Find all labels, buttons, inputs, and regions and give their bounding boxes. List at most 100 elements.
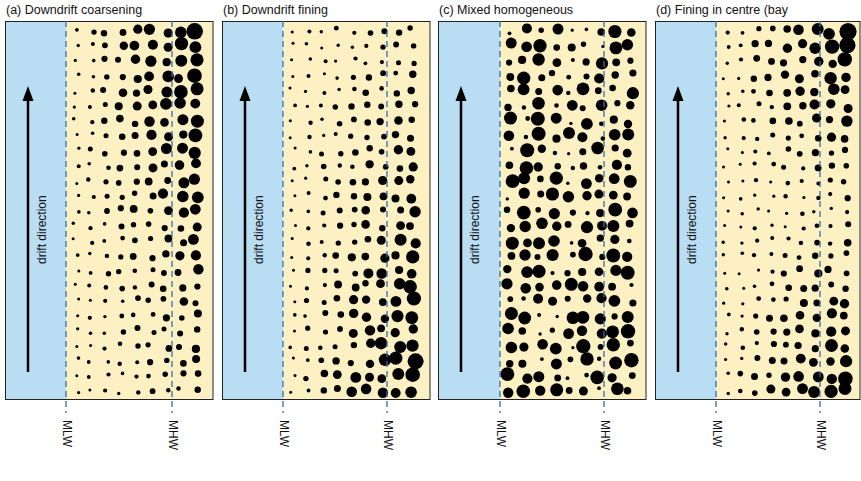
pebble [809,358,818,367]
pebble [598,344,604,350]
pebble [134,75,142,83]
pebble [106,271,111,276]
pebble [120,29,127,36]
pebble [394,145,403,154]
pebble [305,268,310,273]
pebble [624,353,638,367]
pebble [609,173,620,184]
pebble [754,178,758,182]
pebble [726,147,729,150]
pebble [722,165,725,168]
pebble [160,286,167,293]
pebble [523,239,532,248]
pebble [163,314,170,321]
pebble [581,42,586,47]
pebble [785,212,788,215]
pebble [133,269,138,274]
drift-label: drift direction [468,196,482,265]
pebble [810,88,818,96]
pebble [606,249,620,263]
pebble [334,295,341,302]
pebble [383,164,389,170]
pebble [796,265,803,272]
pebble [376,118,383,125]
pebble [351,117,357,123]
pebble [597,386,601,390]
pebble [584,74,590,80]
pebble [553,44,560,51]
pebble [505,307,518,320]
pebble [380,254,389,263]
pebble [795,325,804,334]
pebble [144,24,155,35]
pebble [88,105,92,109]
pebble [87,375,91,379]
pebble [363,268,373,278]
pebble [548,235,560,247]
pebble [187,68,202,83]
pebble [348,253,356,261]
pebble [361,206,370,215]
panel-border [6,22,214,400]
pebble [380,192,388,200]
pebble [161,87,172,98]
pebble [506,174,520,188]
pebble [565,296,571,302]
pebble [553,58,562,67]
pebble [365,236,372,243]
pebble [333,344,338,349]
pebble [148,101,157,110]
pebble [135,295,141,301]
pebble [351,46,354,49]
pebble [165,235,173,243]
pebble [334,132,338,136]
pebble [578,239,587,248]
pebble [92,75,96,79]
pebble [77,194,80,197]
pebble [793,371,804,382]
pebble [770,224,773,227]
pebble [101,56,107,62]
pebble [771,297,776,302]
pebble [393,71,398,76]
pebble [394,90,400,96]
pebble [77,297,80,300]
pebble [333,370,342,379]
drift-arrow [460,100,463,372]
pebble [723,224,726,227]
pebble [322,310,328,316]
pebble [118,205,124,211]
pebble [538,332,541,335]
pebble [119,89,128,98]
pebble [504,104,511,111]
pebble [115,57,121,63]
pebble [394,341,406,353]
pebble [842,147,848,153]
pebble [629,69,636,76]
arrow-head [23,86,34,101]
pebble [518,56,526,64]
pebble [130,41,140,51]
pebble [89,299,92,302]
pebble [810,100,820,110]
pebble [738,371,744,377]
pebble [337,208,343,214]
pebble [738,389,743,394]
pebble [134,375,138,379]
pebble [844,270,850,276]
pebble [609,357,622,370]
pebble [380,70,386,76]
pebble [622,39,633,50]
pebble [549,70,555,76]
pebble [379,298,387,306]
sea [6,21,67,400]
pebble [518,312,531,325]
pebble [755,239,759,243]
pebble [324,59,328,63]
pebble [333,192,339,198]
pebble [781,70,789,78]
pebble [786,146,792,152]
pebble [752,390,758,396]
pebble [307,135,311,139]
pebble [754,355,760,361]
